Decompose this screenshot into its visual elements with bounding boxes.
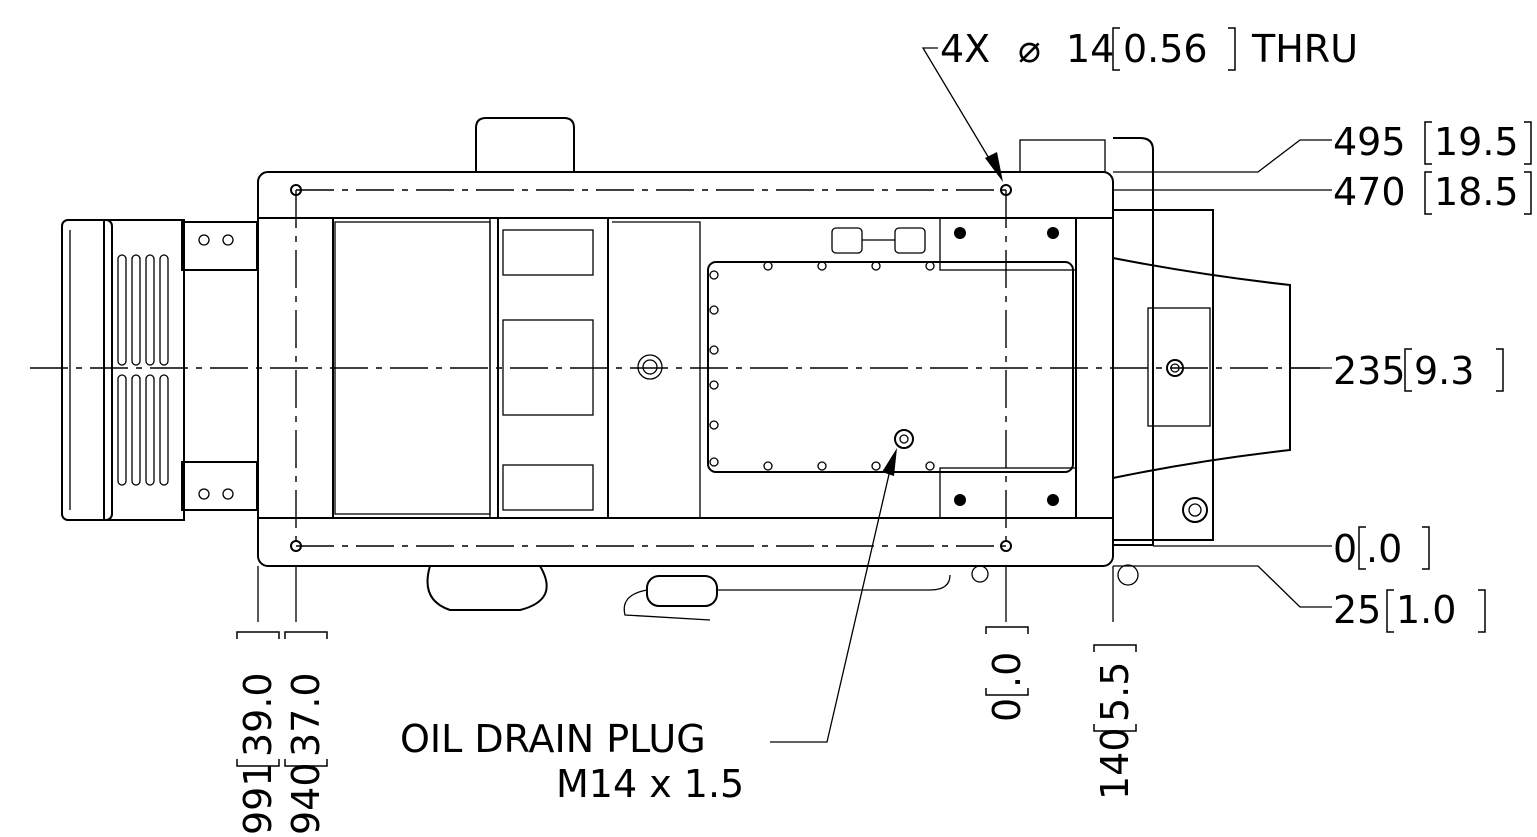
dim-25-imperial: 1.0 — [1396, 588, 1456, 632]
pulley-end — [1019, 137, 1291, 546]
hole-callout-imperial: 0.56 — [1123, 27, 1208, 71]
right-dimensions: 495 19.5 470 18.5 235 9.3 0 .0 25 1.0 — [1113, 120, 1532, 633]
dim-0-bottom-metric: 0 — [985, 698, 1029, 722]
dim-991-metric: 991 — [236, 762, 280, 835]
mounting-holes — [290, 184, 1012, 552]
dim-495-imperial: 19.5 — [1434, 120, 1519, 164]
hole-callout: 4X ⌀ 14 0.56 THRU — [921, 27, 1358, 182]
dim-991-imperial: 39.0 — [236, 672, 280, 757]
dim-0-bottom-imperial: .0 — [985, 652, 1029, 688]
oil-sump — [707, 261, 1074, 473]
dim-25-metric: 25 — [1333, 588, 1381, 632]
dim-470-metric: 470 — [1333, 170, 1406, 214]
dim-0-metric: 0 — [1333, 527, 1357, 571]
radiator-fan-unit — [61, 219, 258, 521]
diameter-symbol: ⌀ — [1018, 27, 1041, 71]
dim-235-metric: 235 — [1333, 349, 1406, 393]
top-hood — [475, 117, 575, 172]
radiator-slots — [117, 254, 169, 486]
hole-callout-suffix: THRU — [1251, 27, 1358, 71]
dim-140-metric: 140 — [1093, 727, 1137, 800]
bottom-dimensions: 991 39.0 940 37.0 0 .0 140 5.5 — [236, 566, 1137, 835]
oil-drain-plug-symbol — [894, 429, 914, 449]
fuel-filter — [646, 575, 718, 607]
sump-bolts — [709, 261, 935, 471]
dim-140-imperial: 5.5 — [1093, 662, 1137, 722]
base-frame — [257, 171, 1114, 567]
oil-drain-label: OIL DRAIN PLUG — [400, 717, 706, 761]
dim-940-imperial: 37.0 — [284, 672, 328, 757]
oil-drain-callout: OIL DRAIN PLUG M14 x 1.5 — [400, 448, 897, 806]
bottom-accessories — [426, 564, 1139, 621]
dim-0-imperial: .0 — [1366, 527, 1402, 571]
dim-495-metric: 495 — [1333, 120, 1406, 164]
centerlines — [30, 189, 1320, 547]
hole-callout-metric: 14 — [1066, 27, 1114, 71]
upper-bracket — [181, 221, 258, 271]
dim-470-imperial: 18.5 — [1434, 170, 1519, 214]
lower-bracket — [181, 461, 258, 511]
hole-callout-count: 4X — [940, 27, 990, 71]
dim-235-imperial: 9.3 — [1414, 349, 1474, 393]
dim-940-metric: 940 — [284, 762, 328, 835]
oil-drain-thread: M14 x 1.5 — [556, 762, 744, 806]
